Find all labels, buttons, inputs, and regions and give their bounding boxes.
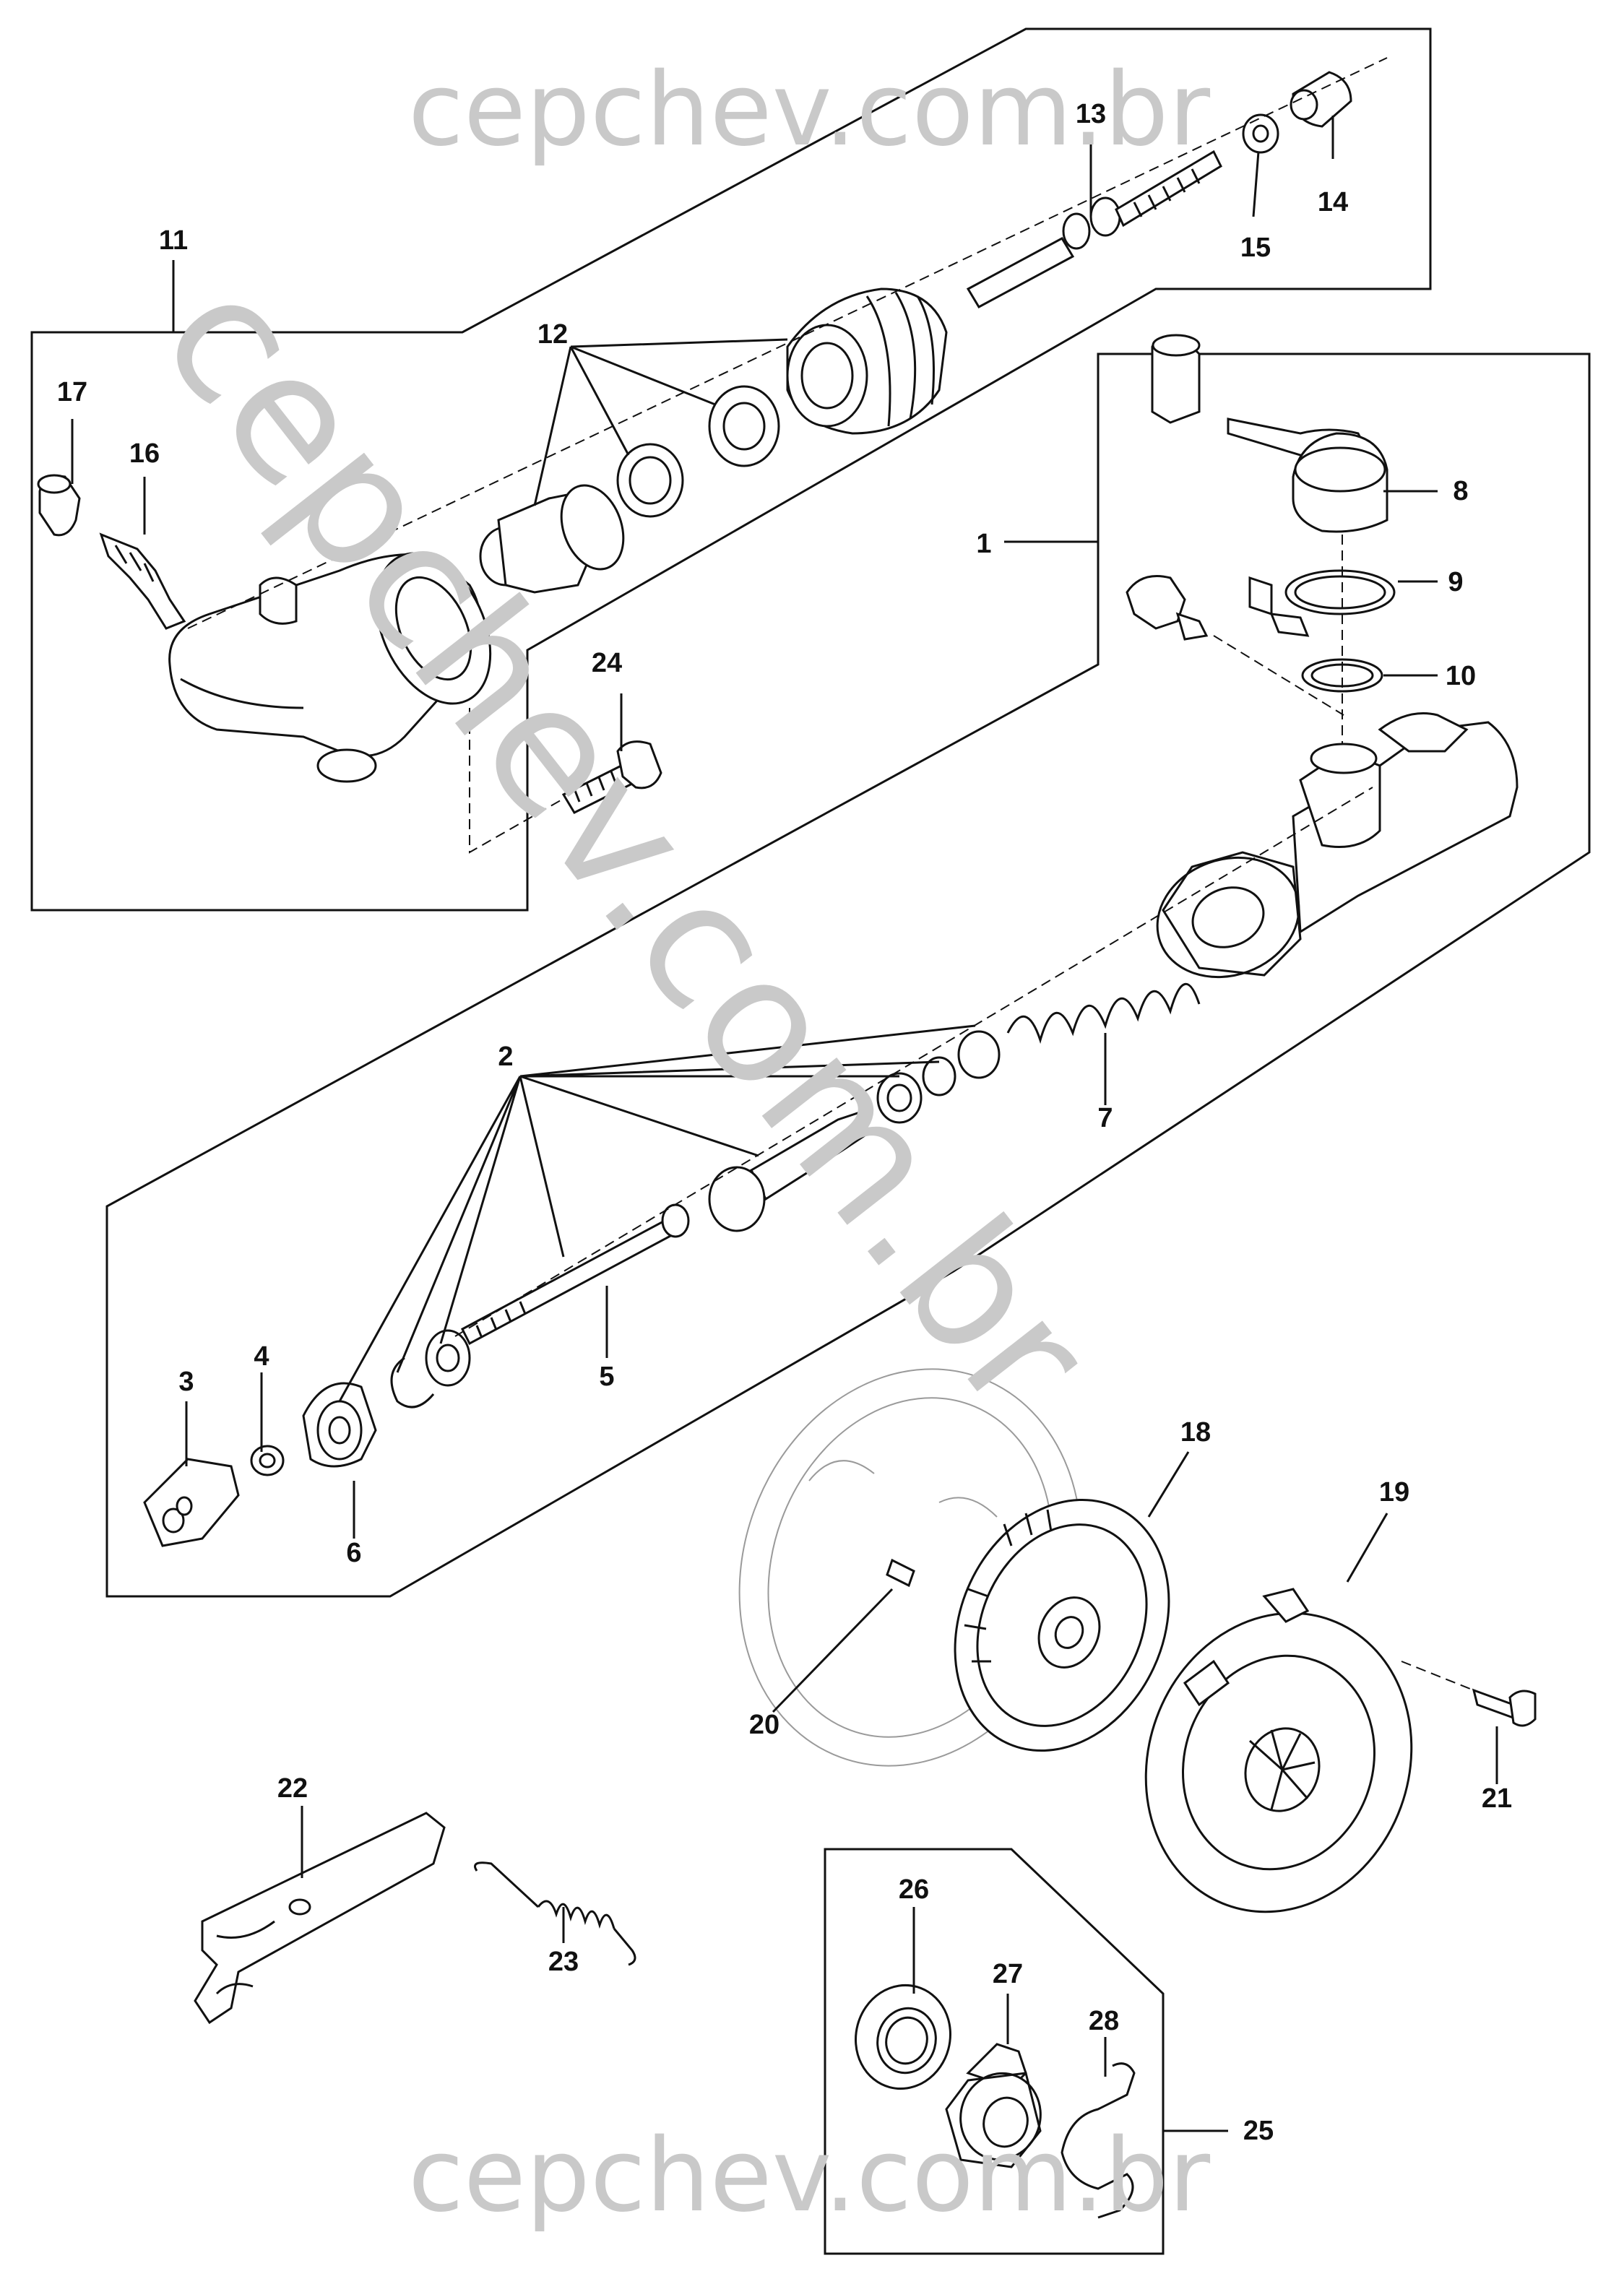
callout-17: 17 bbox=[57, 377, 87, 407]
callout-labels: 11 17 16 12 13 15 14 24 1 8 9 10 2 7 5 3… bbox=[57, 99, 1512, 2146]
callout-14: 14 bbox=[1318, 187, 1348, 217]
retaining-clip-28 bbox=[1061, 2062, 1136, 2219]
reservoir-hose-cap bbox=[1151, 334, 1201, 424]
callout-19: 19 bbox=[1379, 1477, 1409, 1507]
slave-cylinder-group-frame bbox=[30, 27, 1432, 912]
slave-cylinder-body bbox=[168, 552, 492, 783]
watermark-diagonal: cepchev.com.br bbox=[123, 241, 1129, 1448]
master-cylinder-group-frame bbox=[105, 352, 1591, 1598]
push-rod-5 bbox=[461, 1203, 690, 1346]
callout-18: 18 bbox=[1180, 1417, 1211, 1448]
nut-15 bbox=[1242, 113, 1279, 154]
bleeder-valve-16 bbox=[99, 532, 186, 630]
piston-assembly-12 bbox=[479, 385, 780, 594]
callout-22: 22 bbox=[277, 1773, 308, 1804]
piston-seals-2 bbox=[708, 1030, 1001, 1232]
bolt-24 bbox=[561, 740, 662, 814]
dust-boot bbox=[786, 287, 948, 435]
callout-28: 28 bbox=[1089, 2006, 1119, 2036]
callout-13: 13 bbox=[1076, 99, 1106, 129]
washer-boot-retainer bbox=[302, 1329, 471, 1468]
watermark-top: cepchev.com.br bbox=[408, 51, 1211, 169]
leader-lines bbox=[71, 116, 1498, 2132]
callout-9: 9 bbox=[1448, 567, 1463, 597]
return-spring-23 bbox=[474, 1861, 636, 1966]
hose-clamp-9 bbox=[1248, 569, 1396, 637]
callout-24: 24 bbox=[592, 648, 622, 678]
callout-1: 1 bbox=[976, 529, 991, 559]
reservoir-hose-8 bbox=[1227, 418, 1388, 533]
callout-15: 15 bbox=[1240, 233, 1271, 263]
callout-20: 20 bbox=[749, 1710, 779, 1740]
callout-11: 11 bbox=[159, 225, 188, 256]
clevis-3 bbox=[143, 1458, 240, 1547]
callout-5: 5 bbox=[599, 1362, 614, 1392]
clutch-disc-18 bbox=[954, 1498, 1170, 1752]
callout-10: 10 bbox=[1446, 661, 1476, 691]
bleeder-cap-17 bbox=[37, 474, 81, 537]
push-rod-13 bbox=[966, 150, 1222, 308]
callout-23: 23 bbox=[548, 1947, 579, 1977]
axis-line-slave bbox=[187, 57, 1388, 629]
callout-6: 6 bbox=[346, 1538, 361, 1568]
reservoir-plug bbox=[1126, 575, 1209, 641]
nut-4 bbox=[250, 1445, 285, 1476]
callout-8: 8 bbox=[1453, 476, 1468, 506]
callout-21: 21 bbox=[1482, 1783, 1512, 1814]
release-bearing-group-frame bbox=[824, 1848, 1165, 2255]
callout-16: 16 bbox=[129, 438, 160, 469]
axis-line-reservoir bbox=[1213, 635, 1344, 716]
watermark-bottom: cepchev.com.br bbox=[408, 2117, 1211, 2235]
master-cylinder-body bbox=[1156, 712, 1519, 979]
callout-12: 12 bbox=[537, 319, 568, 350]
callout-2: 2 bbox=[498, 1042, 513, 1072]
callout-25: 25 bbox=[1243, 2116, 1274, 2146]
pressure-plate-19 bbox=[1144, 1588, 1413, 1913]
release-bearing-27 bbox=[945, 2043, 1042, 2168]
fork-end-14 bbox=[1290, 71, 1352, 128]
release-fork-22 bbox=[194, 1812, 446, 2025]
bolt-21 bbox=[1472, 1688, 1537, 1727]
callout-7: 7 bbox=[1097, 1103, 1113, 1133]
axis-line-slave-mount bbox=[469, 708, 571, 854]
callout-3: 3 bbox=[178, 1367, 194, 1397]
callout-26: 26 bbox=[899, 1874, 929, 1905]
callout-27: 27 bbox=[993, 1959, 1023, 1989]
callout-4: 4 bbox=[254, 1341, 269, 1372]
axis-line-master bbox=[454, 787, 1373, 1337]
seal-ring-10 bbox=[1301, 658, 1383, 693]
seal-26 bbox=[855, 1984, 951, 2090]
spring-7 bbox=[1006, 982, 1201, 1044]
dowel-pin-20 bbox=[886, 1558, 915, 1588]
axis-line-bolt-21 bbox=[1401, 1661, 1474, 1691]
